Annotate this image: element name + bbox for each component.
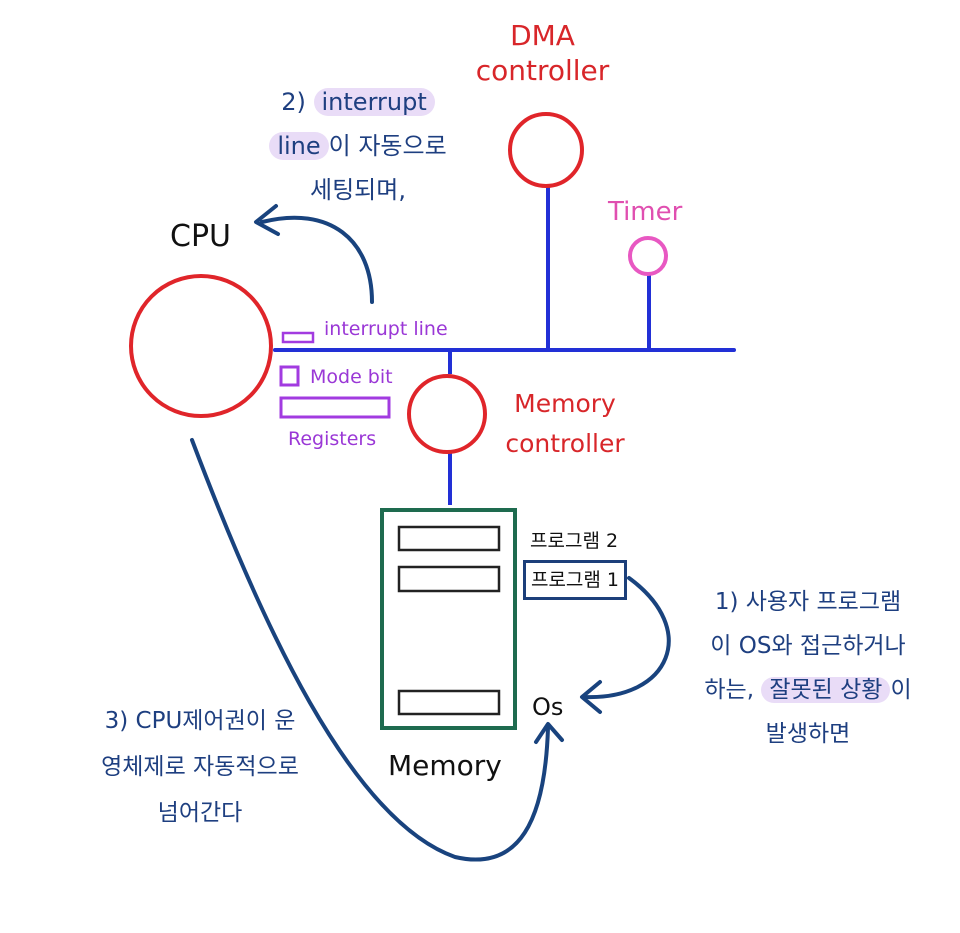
note1-line1: 1) 사용자 프로그램 [714, 589, 902, 615]
registers-label: Registers [288, 428, 377, 450]
note2-line1: 2) interrupt [258, 80, 458, 124]
dma-label-line2: controller [475, 54, 610, 87]
memory-box [380, 508, 517, 730]
note2-prefix: 2) [281, 88, 314, 116]
dma-label-line1: DMA [510, 19, 575, 52]
memory-label: Memory [388, 749, 502, 782]
note-step3: 3) CPU제어권이 운 영체제로 자동적으로 넘어간다 [70, 698, 330, 836]
interrupt-line-register [281, 331, 315, 344]
interrupt-line-label: interrupt line [324, 318, 448, 340]
dma-controller-label: DMA controller [470, 18, 615, 88]
arrow-program-to-os-head [580, 680, 602, 714]
arrow-program-to-os [583, 576, 671, 700]
memctl-label-line2: controller [505, 429, 625, 458]
arrow-to-cpu-head [254, 204, 280, 236]
timer-circle [628, 236, 668, 276]
note3-line1: 3) CPU제어권이 운 [104, 708, 296, 734]
os-label: Os [532, 693, 564, 721]
note2-line3: 세팅되며, [310, 176, 406, 204]
arrow-cpu-to-os [190, 438, 550, 862]
cpu-label: CPU [170, 219, 231, 254]
note1-highlight: 잘못된 상황 [761, 677, 891, 703]
memory-controller-label: Memory controller [490, 384, 640, 464]
memory-slot-os [397, 689, 501, 716]
memctl-circle [407, 374, 487, 454]
memory-slot-program2 [397, 525, 501, 552]
mode-bit-register [279, 365, 300, 387]
note1-suffix: 이 [890, 677, 912, 703]
mode-bit-label: Mode bit [310, 366, 393, 388]
note1-line4: 발생하면 [765, 721, 851, 747]
arrow-to-cpu [260, 215, 374, 304]
memory-slot-program1 [397, 565, 501, 593]
program1-label: 프로그램 1 [523, 560, 627, 600]
cpu-circle [129, 274, 273, 418]
note1-line2: 이 OS와 접근하거나 [710, 633, 906, 659]
memctl-label-line1: Memory [514, 389, 616, 418]
note2-highlight-line: line [269, 132, 329, 160]
dma-circle [508, 112, 584, 188]
registers-box [279, 396, 391, 419]
timer-label: Timer [608, 197, 683, 227]
program2-label: 프로그램 2 [530, 530, 619, 552]
arrow-cpu-to-os-head [534, 722, 564, 744]
note3-line3: 넘어간다 [157, 800, 243, 826]
note1-prefix: 하는, [704, 677, 762, 703]
note3-line2: 영체제로 자동적으로 [101, 754, 299, 780]
note2-highlight-interrupt: interrupt [313, 88, 435, 116]
note2-rest: 이 자동으로 [328, 132, 447, 160]
